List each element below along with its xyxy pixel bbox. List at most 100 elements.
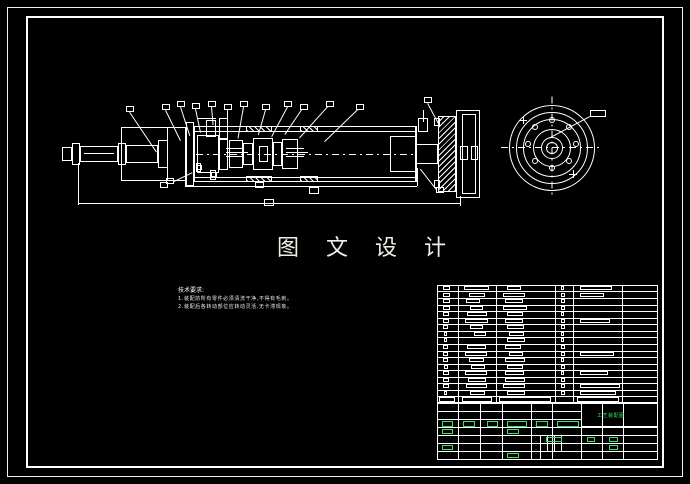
- bom-row-line-6: [437, 324, 658, 325]
- leader-6: [227, 110, 228, 124]
- bom-cell-no-7: [443, 325, 448, 329]
- bom-cell-qty-2: [561, 293, 565, 297]
- bom-cell-qty-14: [561, 371, 564, 375]
- bom-row-line-14: [437, 377, 658, 378]
- bom-cell-qty-6: [561, 319, 565, 323]
- bom-cell-no-11: [443, 352, 448, 356]
- bom-row-line-1: [437, 291, 658, 292]
- balloon-16: [590, 110, 606, 117]
- bom-cell-name-16: [503, 384, 525, 388]
- mount-hole-2: [471, 146, 478, 160]
- bearing-block-1: [229, 140, 243, 168]
- shaft-collar-b: [118, 143, 126, 165]
- bom-cell-name-7: [507, 325, 524, 329]
- bom-row-line-13: [437, 370, 658, 371]
- bom-cell-code-3: [466, 299, 480, 303]
- nut-bore: [259, 146, 268, 162]
- bom-row-line-10: [437, 351, 658, 352]
- title-block: 工艺装配图: [437, 285, 658, 460]
- bom-cell-mat-17: [580, 391, 616, 395]
- bom-cell-name-3: [505, 299, 523, 303]
- tb-col-4: [531, 403, 532, 460]
- bom-cell-no-10: [443, 345, 448, 349]
- thread-tick-1: [226, 148, 244, 149]
- bom-cell-code-2: [469, 293, 485, 297]
- balloon-10: [300, 104, 308, 110]
- stage-col-1: [540, 435, 541, 460]
- balloon-13: [424, 97, 432, 103]
- sign-block-10: [507, 453, 519, 458]
- piston-face: [416, 126, 417, 182]
- sign-block-5: [536, 421, 548, 427]
- spacer-ring-1: [243, 143, 253, 165]
- bom-row-line-17: [437, 396, 658, 397]
- piston-head: [390, 136, 416, 172]
- bom-cell-name-1: [507, 286, 521, 290]
- dimension-text-base: [255, 182, 264, 188]
- balloon-8: [262, 104, 270, 110]
- tb-row-6: [437, 451, 658, 452]
- tech-requirements-line-1: 1.装配前所有零件必须清洗干净,不得有毛刺。: [178, 296, 293, 302]
- bom-cell-code-15: [468, 378, 486, 382]
- bom-header-mat: [577, 397, 619, 402]
- bom-row-line-3: [437, 305, 658, 306]
- bolt-hole-4: [566, 158, 572, 164]
- bom-cell-qty-16: [561, 384, 565, 388]
- bom-row-line-4: [437, 311, 658, 312]
- bom-cell-name-12: [505, 358, 525, 362]
- bom-cell-qty-15: [561, 378, 565, 382]
- thread-tick-3: [226, 156, 244, 157]
- bolt-cross-1v: [523, 116, 524, 124]
- page-title: 图 文 设 计: [277, 236, 456, 261]
- bolt-hole-6: [532, 158, 538, 164]
- mount-plate: [456, 110, 480, 198]
- base-left-edge: [185, 168, 186, 186]
- bom-cell-code-5: [467, 312, 487, 316]
- bom-cell-mat-14: [580, 371, 608, 375]
- flange-bolt-top: [434, 118, 440, 126]
- bom-row-line-11: [437, 357, 658, 358]
- bom-cell-no-12: [443, 358, 448, 362]
- bom-cell-code-10: [467, 345, 486, 349]
- bom-cell-mat-16: [580, 384, 620, 388]
- shaft-collar-a: [72, 143, 80, 165]
- bolt-hole-8: [532, 124, 538, 130]
- sign-block-4: [507, 421, 527, 427]
- stage-col-3: [554, 435, 555, 451]
- bom-cell-qty-8: [561, 332, 564, 336]
- balloon-14: [160, 182, 168, 188]
- balloon-12: [356, 104, 364, 110]
- barrel-centerline: [196, 154, 416, 155]
- sign-block-6: [557, 421, 579, 427]
- bom-cell-name-4: [503, 306, 527, 310]
- bom-header-name: [499, 397, 551, 402]
- flange-centerline-v: [551, 96, 553, 199]
- shaft-body-large: [121, 127, 186, 181]
- bom-cell-qty-5: [561, 312, 564, 316]
- bom-cell-name-14: [505, 371, 524, 375]
- scale-block: [609, 437, 618, 442]
- bom-row-line-16: [437, 390, 658, 391]
- flange-section-hatch: [438, 116, 456, 192]
- bom-cell-no-3: [443, 299, 450, 303]
- sign-block-9: [442, 445, 453, 450]
- bom-cell-no-5: [443, 312, 449, 316]
- bom-cell-code-4: [470, 306, 483, 310]
- tb-col-5: [552, 403, 553, 460]
- sheet-count-div: [581, 443, 658, 444]
- shaft-seg-1: [80, 146, 118, 162]
- bom-cell-no-6: [443, 319, 449, 323]
- bom-cell-qty-10: [561, 345, 565, 349]
- base-right-edge: [417, 168, 418, 186]
- bom-cell-code-1: [464, 286, 489, 290]
- section-hatch-4: [300, 176, 318, 182]
- dim-ext-right: [460, 196, 461, 206]
- detail-low-shape-2: [210, 170, 216, 180]
- section-hatch-2: [246, 176, 272, 182]
- bom-row-line-15: [437, 383, 658, 384]
- spacer-ring-2: [273, 142, 282, 166]
- bom-header-no: [439, 397, 455, 402]
- bom-cell-qty-17: [561, 391, 565, 395]
- bom-cell-qty-11: [561, 352, 565, 356]
